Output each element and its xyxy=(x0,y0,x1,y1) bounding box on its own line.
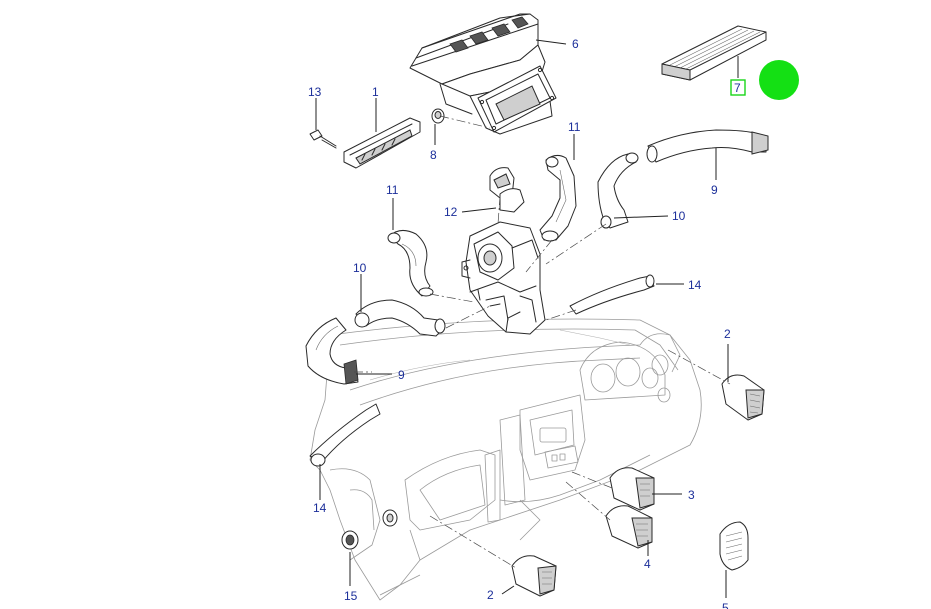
duct-11-right xyxy=(539,154,577,242)
callout-2-right[interactable]: 2 xyxy=(724,327,731,341)
callout-6[interactable]: 6 xyxy=(572,37,579,51)
demister-vent-5 xyxy=(719,521,749,571)
centre-vent-3 xyxy=(609,467,655,511)
duct-9-left xyxy=(305,317,359,385)
side-vent-2-lower xyxy=(511,555,557,597)
screw xyxy=(309,129,337,149)
duct-10-left xyxy=(354,299,446,337)
callout-9-right[interactable]: 9 xyxy=(711,183,718,197)
callout-14-left[interactable]: 14 xyxy=(313,501,327,515)
hose-14-right xyxy=(569,274,655,315)
small-knob xyxy=(382,509,398,527)
clip xyxy=(431,108,445,124)
callout-2-lower[interactable]: 2 xyxy=(487,588,494,602)
air-intake-housing xyxy=(409,13,557,135)
heater-assembly xyxy=(461,221,546,335)
callout-7[interactable]: 7 xyxy=(734,81,741,95)
hose-14-left xyxy=(309,403,381,467)
callout-10-left[interactable]: 10 xyxy=(353,261,367,275)
side-vent-2-right xyxy=(721,374,765,421)
selected-part-indicator[interactable] xyxy=(759,60,799,100)
callout-5[interactable]: 5 xyxy=(722,601,729,609)
control-knob xyxy=(489,167,525,213)
centre-vent-4 xyxy=(605,505,653,549)
callout-1[interactable]: 1 xyxy=(372,85,379,99)
cabin-air-filter xyxy=(661,25,767,81)
callout-13[interactable]: 13 xyxy=(308,85,322,99)
dashboard-panel xyxy=(309,318,702,601)
callout-15[interactable]: 15 xyxy=(344,589,358,603)
duct-11-left xyxy=(387,230,434,297)
callout-10-right[interactable]: 10 xyxy=(672,209,686,223)
knob-15 xyxy=(341,530,359,550)
leader-lines xyxy=(315,39,739,598)
callout-8[interactable]: 8 xyxy=(430,148,437,162)
duct-9-right xyxy=(646,129,769,163)
callout-7-highlight xyxy=(730,79,746,96)
callout-11-right[interactable]: 11 xyxy=(568,120,581,134)
callout-4[interactable]: 4 xyxy=(644,557,651,571)
callout-3[interactable]: 3 xyxy=(688,488,695,502)
assembly-centrelines xyxy=(354,115,731,569)
callout-12[interactable]: 12 xyxy=(444,205,458,219)
callout-11-left[interactable]: 11 xyxy=(386,183,399,197)
outlet-grille xyxy=(343,117,421,169)
callout-9-left[interactable]: 9 xyxy=(398,368,405,382)
callout-labels: 13 1 8 6 7 11 11 12 9 10 10 9 14 14 2 3 … xyxy=(308,37,799,609)
callout-14-right[interactable]: 14 xyxy=(688,278,702,292)
duct-10-right xyxy=(597,152,639,229)
